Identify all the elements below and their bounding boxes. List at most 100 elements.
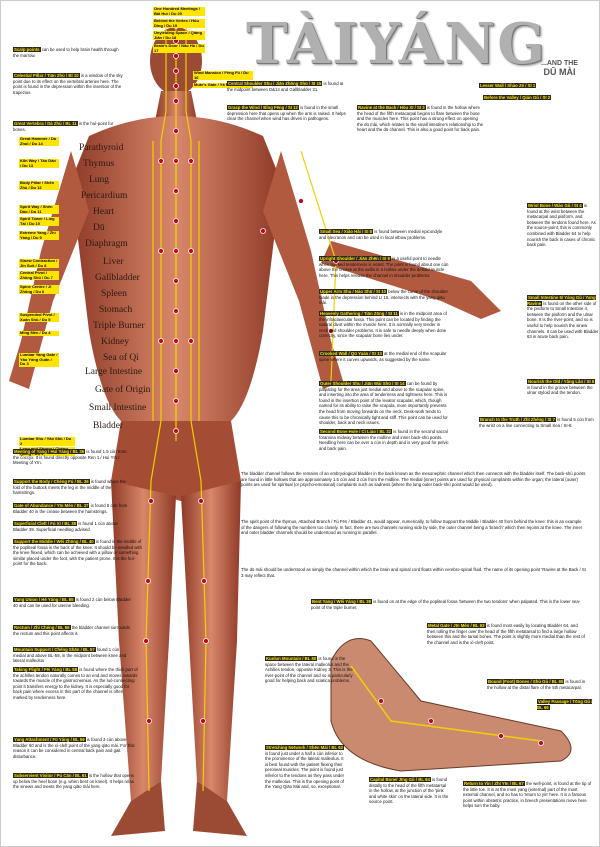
du-point-label: Suspended Pivot / Xuán Shū / Du 5 — [19, 312, 59, 323]
organ-label: Liver — [103, 257, 124, 267]
point-name: Outer Shoulder Shu / Jiān Wài Shū / SI 1… — [319, 381, 406, 386]
point-description: Capital Bone/ Jīng Gǔ / BL 64 is found d… — [369, 777, 449, 805]
point-description: Valley Passage / Tōng Gǔ / BL 66 — [537, 699, 597, 710]
point-description: Support the Middle / Wěi Zhōng / BL 40 i… — [13, 539, 143, 567]
point-text: is the huì-point for bones. — [13, 121, 114, 132]
point-description: Mountain Support / Chéng Shān / BL 57 fo… — [13, 647, 133, 664]
point-name: Subservient Visitor / Pú Cān / BL 61 — [13, 773, 88, 778]
point-text: is found 8 cùn from Bladder 40 in the cr… — [13, 503, 128, 514]
point-text: is found 3 cùn above Bladder 60 and is t… — [13, 737, 135, 759]
top-point-label: Unyielding Space / Qiáng Jiān / Du 18 — [153, 30, 205, 41]
du-point-label: Body Pillar / Shēn Zhù / Du 12 — [19, 180, 59, 191]
du-point-label: Spine Centre / Jǐ Zhōng / Du 6 — [19, 284, 59, 295]
point-text: is found on at the edge of the popliteal… — [311, 599, 581, 610]
point-description: Wrist Bone / Wàn Gǔ / SI 4 is found at t… — [527, 203, 597, 248]
point-description: Support the Body / Chéng Fú / BL 36 is f… — [13, 479, 133, 496]
point-text: is found at the wrist between the metaca… — [527, 203, 596, 248]
point-description: Metal Gate / Jīn Mén / BL 63 is found mo… — [427, 623, 587, 645]
point-description: Kunlun Mountain / BL 60 is found in the … — [265, 656, 355, 684]
point-text: is found 1.5 cùn from the coccyx. It is … — [13, 449, 127, 466]
organ-label: Dū — [93, 223, 105, 233]
du-point-label: Lumbar Yang Gate / Yāo Yáng Guān / Du 3 — [19, 352, 59, 367]
top-point-label: One Hundred Meetings / Bǎi Huì / Du 20 — [153, 6, 205, 17]
point-description: Subservient Visitor / Pú Cān / BL 61 is … — [13, 773, 138, 790]
point-name: Valley Passage / Tōng Gǔ / BL 66 — [537, 699, 593, 710]
subtitle-line-1: ...AND THE — [541, 60, 578, 67]
point-description: Rectum / Zhì Chéng / BL 56 the bladder c… — [13, 625, 133, 636]
point-description: Meeting of Yang / Huì Yáng / BL 35 is fo… — [13, 449, 133, 466]
top-point-label: Behind the Vertex / Hòu Dǐng / Du 19 — [153, 18, 205, 29]
point-text: is in the midpoint area of the infraclav… — [319, 311, 447, 339]
point-name: Kunlun Mountain / BL 60 — [265, 656, 318, 661]
point-name: Central Shoulder Shu / Jiān Zhōng Shū / … — [227, 81, 323, 86]
point-name: Small Sea / Xiǎo Hǎi / SI 8 — [319, 229, 374, 234]
organ-label: Gate of Origin — [95, 385, 151, 395]
organ-label: Small Intestine — [89, 403, 147, 413]
point-text: is a window of the sky point due to its … — [13, 73, 123, 95]
organ-label: Sea of Qì — [103, 353, 139, 363]
point-name: Grasp the Wind / Bǐng Fēng / SI 12 — [227, 105, 299, 110]
point-text: is found between medial epicondyle and o… — [319, 229, 443, 240]
point-text: is a useful point to needle when marked … — [319, 256, 449, 278]
point-description: Lesser Wall / Shào Zé / SI 1 — [479, 83, 579, 89]
du-point-label: Central Pivot / Zhōng Shū / Du 7 — [19, 270, 59, 281]
point-name: Upright Shoulder / Jiān Zhēn / SI 9 — [319, 256, 391, 261]
point-description: Heavenly Gathering / Tiān Zōng / SI 11 i… — [319, 311, 449, 339]
point-description: Small Sea / Xiǎo Hǎi / SI 8 is found bet… — [319, 229, 449, 240]
point-description: Before the Valley / Qián Gǔ / SI 2 — [483, 95, 583, 101]
organ-label: Pericardium — [81, 191, 128, 201]
top-point-label: Brain's Door / Nǎo Hù / Du 17 — [153, 43, 205, 54]
point-description: Gate of Abundance / Yīn Mén / BL 37 is f… — [13, 503, 133, 514]
point-name: Stretching Network / Shēn Mài / BL 62 — [265, 745, 345, 750]
point-description: Nourish the Old / Yǎng Lǎo / SI 6 is fou… — [527, 379, 599, 396]
organ-label: Kidney — [101, 337, 129, 347]
du-point-label: Lumbar Shu / Yāo Shū / Du 2 — [19, 436, 75, 447]
point-text: is found in the middle of the popliteal … — [13, 539, 142, 567]
poster-subtitle: ...AND THE DŪ MÀI — [541, 59, 578, 77]
point-description: Return to Yin / Zhì Yīn / BL 67 the well… — [463, 781, 593, 809]
organ-label: Heart — [93, 207, 115, 217]
acupuncture-points — [143, 23, 544, 746]
point-name: Metal Gate / Jīn Mén / BL 63 — [427, 623, 486, 628]
du-point-label: Extreme Yang / Zhì Yáng / Du 9 — [19, 230, 59, 241]
body-silhouette — [9, 27, 501, 836]
point-name: Bent Yang / Wěi Yáng / BL 39 — [311, 599, 372, 604]
organ-label: Bladder — [93, 421, 124, 431]
point-name: Nourish the Old / Yǎng Lǎo / SI 6 — [527, 379, 596, 384]
point-text: is found most easily by locating Bladder… — [427, 623, 585, 645]
point-description: Great Vertebra / Dà Zhù / BL 11 is the h… — [13, 121, 123, 132]
point-name: Taking Flight / Fēi Yáng / BL 58 — [13, 667, 79, 672]
point-description: Superficial Cleft / Fú Xì / BL 38 is fou… — [13, 521, 133, 532]
point-text: at the medial end of the scapular spine … — [319, 351, 447, 362]
point-name: Capital Bone/ Jīng Gǔ / BL 64 — [369, 777, 431, 782]
point-name: Heavenly Gathering / Tiān Zōng / SI 11 — [319, 311, 399, 316]
point-description: Branch to the Truth / Zhī Zhèng / SI 7 i… — [479, 417, 594, 428]
foot-illustration — [330, 638, 572, 772]
point-name: Mountain Support / Chéng Shān / BL 57 — [13, 647, 96, 652]
organ-label: Gallbladder — [95, 273, 140, 283]
point-description: Second Bone Hole / Cì Liáo / BL 32 is fo… — [319, 429, 449, 451]
point-name: Scalp points — [13, 47, 41, 52]
du-point-label: Sinew Contraction / Jīn Suō / Du 8 — [19, 258, 59, 269]
point-description: Central Shoulder Shu / Jiān Zhōng Shū / … — [227, 81, 347, 92]
top-point-label: Mute's Gate / Yǎ Mén / Du 15 — [193, 82, 253, 88]
point-name: Support the Middle / Wěi Zhōng / BL 40 — [13, 539, 95, 544]
body-paragraph: The dū mài should be understood as simpl… — [241, 567, 586, 578]
point-name: Lesser Wall / Shào Zé / SI 1 — [479, 83, 537, 88]
point-text: can be used to help brain health through… — [13, 47, 119, 58]
point-text: is found just under a half a cùn inferio… — [265, 750, 345, 790]
point-text: is found 1 cùn above Bladder 39. Superfi… — [13, 521, 118, 532]
point-text: is found at the midpoint between D&14 an… — [227, 81, 344, 92]
du-point-label: Great Hammer / Dà Zhuī / Du 14 — [19, 136, 59, 147]
body-paragraph: The spirit point of the thymus, Attached… — [241, 519, 583, 536]
organ-label: Spleen — [101, 289, 127, 299]
point-description: Ravine at the Back / Hòu Xī / SI 3 is fo… — [357, 105, 485, 133]
point-name: Gate of Abundance / Yīn Mén / BL 37 — [13, 503, 90, 508]
du-point-label: Kiln Way / Táo Dào / Du 13 — [19, 158, 59, 169]
point-name: Rectum / Zhì Chéng / BL 56 — [13, 625, 71, 630]
point-text: is found in the hollow where the head of… — [357, 105, 483, 133]
point-text: is found in the space between the latera… — [265, 656, 353, 684]
point-name: Celestial Pillar / Tiān Zhù / Bl 10 — [13, 73, 80, 78]
point-text: is found where the fold of the buttock m… — [13, 479, 126, 496]
point-description: Grasp the Wind / Bǐng Fēng / SI 12 is fo… — [227, 105, 347, 122]
